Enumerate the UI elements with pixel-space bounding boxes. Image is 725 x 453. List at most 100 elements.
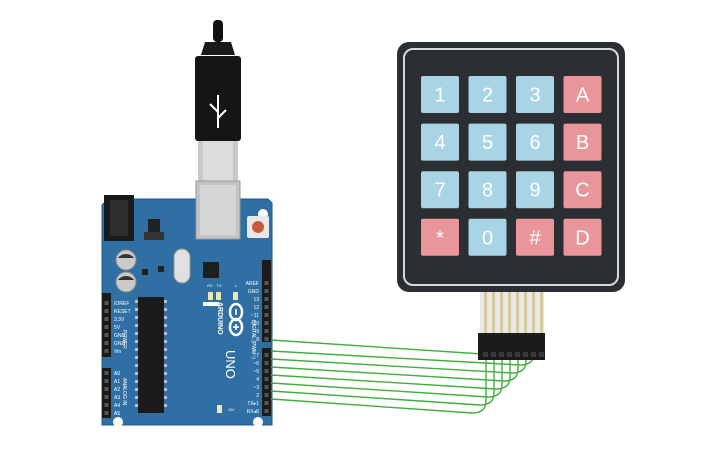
ribbon-trace [500,289,503,335]
keypad-key-1-3[interactable]: B [563,123,602,161]
key-face[interactable] [468,123,507,161]
keypad-key-3-1[interactable]: 0 [468,218,507,256]
l-label: L [235,283,238,288]
keypad-key-2-3[interactable]: C [563,171,602,209]
arduino-board: RX TX L ON ARDUINO UNO DIGITAL (PWM~) IO… [101,180,273,427]
header-pin[interactable] [264,305,269,309]
header-pin[interactable] [264,409,269,413]
key-face[interactable] [468,171,507,209]
keypad-key-3-3[interactable]: D [563,218,602,256]
header-pin[interactable] [264,329,269,333]
capacitor [115,271,137,293]
keypad-key-2-1[interactable]: 8 [468,171,507,209]
key-face[interactable] [468,218,507,256]
key-label: 2 [482,85,493,107]
key-label: 9 [529,180,540,202]
keypad-key-0-0[interactable]: 1 [421,76,459,113]
key-face[interactable] [563,76,602,113]
key-face[interactable] [516,76,554,113]
keypad-key-0-1[interactable]: 2 [468,76,507,113]
header-pin[interactable] [104,395,109,399]
keypad-key-3-2[interactable]: # [516,218,554,256]
header-pin[interactable] [264,297,269,301]
header-pin[interactable] [264,313,269,317]
keypad-key-3-0[interactable]: * [421,218,459,256]
key-face[interactable] [563,123,602,161]
analog-header-title: ANALOG IN [121,378,127,406]
key-face[interactable] [421,218,459,256]
wire-digital-4 [270,357,511,390]
header-pin[interactable] [264,337,269,341]
rx-led [208,292,213,300]
header-pin[interactable] [264,289,269,293]
header-pin[interactable] [264,369,269,373]
reset-button-cap[interactable] [252,221,264,233]
header-pin[interactable] [104,301,109,305]
wire-bundle [270,339,543,414]
header-pin[interactable] [104,349,109,353]
header-pin[interactable] [264,377,269,381]
header-pin[interactable] [264,393,269,397]
connector-pin [507,352,512,357]
header-pin[interactable] [264,321,269,325]
wire-digital-2 [270,357,495,406]
keypad-key-0-2[interactable]: 3 [516,76,554,113]
key-face[interactable] [563,218,602,256]
key-face[interactable] [421,76,459,113]
crystal-oscillator [173,248,191,284]
keypad-key-1-2[interactable]: 6 [516,123,554,161]
key-face[interactable] [468,76,507,113]
board-model-text: UNO [223,350,238,379]
pin-label: A1 [114,379,120,385]
pin-label: GND [114,333,126,339]
chip-pins [135,300,167,407]
usb-cable [195,20,241,183]
header-pin[interactable] [264,401,269,405]
header-pin[interactable] [104,317,109,321]
header-pin[interactable] [104,387,109,391]
connector-pin [499,352,504,357]
pin-label: Vin [114,349,121,355]
header-pin[interactable] [264,281,269,285]
key-face[interactable] [516,171,554,209]
connector-pin [515,352,520,357]
header-pin[interactable] [264,361,269,365]
keypad-ribbon [478,287,545,360]
on-led [217,405,222,413]
header-pin[interactable] [104,325,109,329]
header-pin[interactable] [104,341,109,345]
wire-digital-6 [270,357,527,374]
pin-label: 5V [114,325,121,331]
header-pin[interactable] [104,403,109,407]
key-label: B [576,132,589,154]
header-pin[interactable] [104,371,109,375]
pin-label: A4 [114,403,120,409]
mount-hole [253,417,263,427]
connector-pin [539,352,544,357]
header-pin[interactable] [104,333,109,337]
header-pin[interactable] [104,379,109,383]
keypad-key-2-2[interactable]: 9 [516,171,554,209]
pin-label: 2 [256,393,259,399]
header-pin[interactable] [264,353,269,357]
keypad-key-1-1[interactable]: 5 [468,123,507,161]
key-face[interactable] [563,171,602,209]
keypad-key-1-0[interactable]: 4 [421,123,459,161]
keypad-key-0-3[interactable]: A [563,76,602,113]
capacitor [115,249,137,271]
voltage-regulator [148,219,160,235]
key-face[interactable] [516,218,554,256]
header-pin[interactable] [104,309,109,313]
header-pin[interactable] [104,411,109,415]
key-face[interactable] [421,171,459,209]
pin-label: ~6 [253,361,259,367]
key-face[interactable] [516,123,554,161]
key-face[interactable] [421,123,459,161]
pin-label: ~5 [253,369,259,375]
header-pin[interactable] [264,385,269,389]
arduino-infinity-icon [228,302,244,337]
key-label: 4 [434,132,445,154]
usb-strain-relief [201,42,235,55]
keypad-key-2-0[interactable]: 7 [421,171,459,209]
